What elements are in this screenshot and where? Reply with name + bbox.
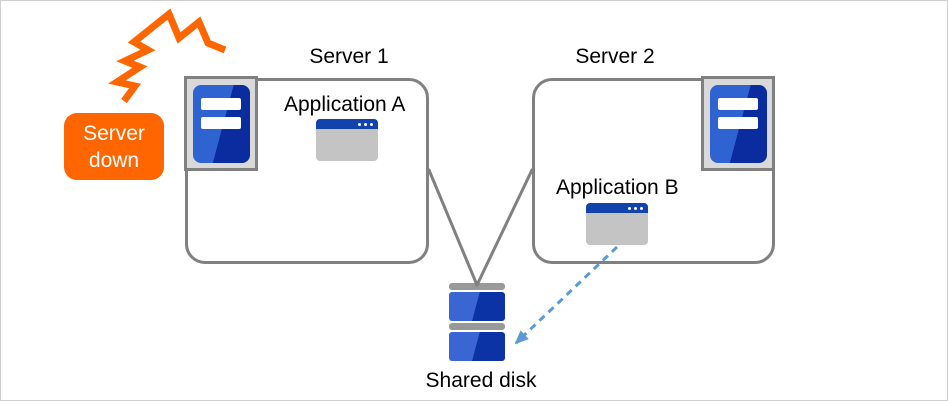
connection-line-server2 bbox=[475, 168, 534, 287]
window-titlebar bbox=[586, 203, 648, 213]
server-tower-icon bbox=[184, 76, 258, 171]
shared-disk-icon bbox=[449, 283, 505, 361]
window-body bbox=[586, 213, 648, 245]
server2-label: Server 2 bbox=[575, 45, 655, 68]
disk-cap bbox=[449, 323, 505, 330]
window-dot bbox=[640, 206, 643, 210]
app-a-window-icon bbox=[316, 119, 378, 161]
window-body bbox=[316, 129, 378, 161]
window-dot bbox=[634, 206, 637, 210]
window-dot bbox=[370, 122, 373, 126]
shared-disk-label: Shared disk bbox=[425, 369, 537, 392]
server2-box bbox=[532, 78, 775, 264]
server-tower-body bbox=[709, 84, 767, 163]
server-down-line1: Server bbox=[83, 121, 145, 145]
server-tower-icon bbox=[701, 76, 775, 171]
server-down-badge: Server down bbox=[64, 113, 164, 180]
server1-label: Server 1 bbox=[309, 45, 389, 68]
window-titlebar bbox=[316, 119, 378, 129]
server-down-line2: down bbox=[88, 148, 140, 172]
app-a-label: Application A bbox=[284, 93, 406, 116]
window-dot bbox=[628, 206, 631, 210]
connection-line-server1 bbox=[427, 168, 479, 287]
server-tower-body bbox=[192, 84, 250, 163]
app-b-window-icon bbox=[586, 203, 648, 245]
server-tower-slot bbox=[201, 116, 241, 129]
app-b-label: Application B bbox=[556, 176, 679, 199]
server-tower-slot bbox=[201, 97, 241, 110]
server-tower-slot bbox=[718, 116, 758, 129]
disk-platter bbox=[449, 332, 505, 361]
window-dot bbox=[358, 122, 361, 126]
window-dot bbox=[364, 122, 367, 126]
disk-platter bbox=[449, 292, 505, 321]
server-tower-slot bbox=[718, 97, 758, 110]
disk-cap bbox=[449, 283, 505, 290]
